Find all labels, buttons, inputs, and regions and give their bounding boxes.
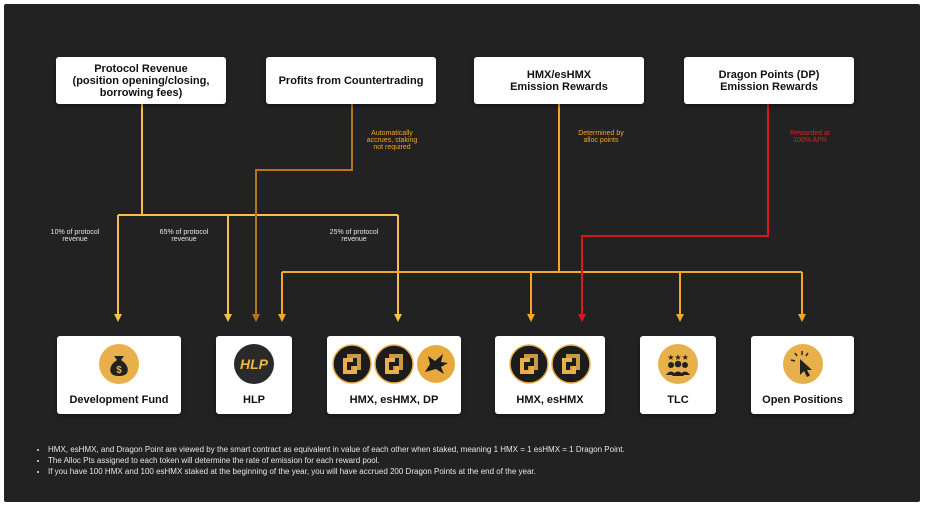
footnotes: HMX, esHMX, and Dragon Point are viewed …: [36, 444, 908, 477]
auto-accrues-line-2: accrues, staking: [366, 137, 418, 144]
emission-flow: [278, 104, 806, 322]
pct25-line-1: 25% of protocol: [329, 229, 379, 236]
hmx-emission-line-2: Emission Rewards: [510, 80, 608, 93]
pct10-line-2: revenue: [62, 236, 88, 243]
people-stars-icon: ★★★: [658, 344, 698, 384]
pct65-note: 65% of protocol revenue: [148, 229, 220, 243]
auto-accrues-line-3: not required: [373, 144, 411, 151]
hmx-eshmx-dp-label: HMX, esHMX, DP: [349, 394, 439, 406]
auto-accrues-line-1: Automatically: [371, 130, 413, 137]
auto-accrues-note: Automatically accrues, staking not requi…: [352, 130, 432, 151]
apr-note: Rewarded at 100% APR: [770, 130, 850, 144]
hmx-eshmx-box: HMX, esHMX: [495, 336, 605, 414]
svg-text:★★★: ★★★: [667, 353, 689, 362]
footnote-2: The Alloc Pts assigned to each token wil…: [48, 455, 908, 466]
hmx-eshmx-dp-box: HMX, esHMX, DP: [327, 336, 461, 414]
pct25-line-2: revenue: [341, 236, 367, 243]
protocol-revenue-box: Protocol Revenue (position opening/closi…: [56, 57, 226, 104]
countertrading-box: Profits from Countertrading: [266, 57, 436, 104]
countertrading-flow: [252, 104, 353, 322]
dragon-points-flow: [578, 104, 769, 322]
hlp-label: HLP: [243, 394, 265, 406]
pct65-line-2: revenue: [171, 236, 197, 243]
alloc-points-line-2: alloc points: [583, 137, 619, 144]
hmx-emission-line-1: HMX/esHMX: [526, 68, 592, 81]
dragon-icon: [417, 345, 455, 383]
apr-line-2: 100% APR: [793, 137, 827, 144]
pct10-line-1: 10% of protocol: [50, 229, 100, 236]
hlp-token-icon: HLP: [234, 344, 274, 384]
cursor-click-icon: [782, 344, 823, 384]
dp-emission-line-1: Dragon Points (DP): [718, 68, 820, 81]
tlc-label: TLC: [667, 394, 689, 406]
dp-emission-box: Dragon Points (DP) Emission Rewards: [684, 57, 854, 104]
footnote-3: If you have 100 HMX and 100 esHMX staked…: [48, 466, 908, 477]
svg-text:HLP: HLP: [240, 356, 269, 372]
countertrading-label: Profits from Countertrading: [278, 74, 424, 87]
dp-emission-line-2: Emission Rewards: [720, 80, 818, 93]
protocol-revenue-line-3: borrowing fees): [99, 86, 183, 99]
hmx-emission-box: HMX/esHMX Emission Rewards: [474, 57, 644, 104]
eshmx-token-icon: [374, 344, 414, 384]
svg-text:$: $: [116, 365, 122, 376]
hmx-token-icon: [332, 344, 372, 384]
hmx-token-icon: [509, 344, 549, 384]
eshmx-token-icon: [551, 344, 591, 384]
protocol-revenue-line-2: (position opening/closing,: [72, 74, 210, 87]
footnote-1: HMX, esHMX, and Dragon Point are viewed …: [48, 444, 908, 455]
pct25-note: 25% of protocol revenue: [318, 229, 390, 243]
alloc-points-line-1: Determined by: [578, 130, 624, 137]
development-fund-label: Development Fund: [69, 394, 169, 406]
pct10-note: 10% of protocol revenue: [40, 229, 110, 243]
pct65-line-1: 65% of protocol: [159, 229, 209, 236]
open-positions-box: Open Positions: [751, 336, 854, 414]
alloc-points-note: Determined by alloc points: [561, 130, 641, 144]
development-fund-box: $ Development Fund: [57, 336, 181, 414]
protocol-revenue-flow: [114, 104, 402, 322]
hmx-eshmx-label: HMX, esHMX: [516, 394, 584, 406]
open-positions-label: Open Positions: [762, 394, 843, 406]
apr-line-1: Rewarded at: [790, 130, 830, 137]
tlc-box: ★★★ TLC: [640, 336, 716, 414]
protocol-revenue-line-1: Protocol Revenue: [94, 62, 188, 75]
money-bag-icon: $: [99, 344, 139, 384]
hlp-box: HLP HLP: [216, 336, 292, 414]
